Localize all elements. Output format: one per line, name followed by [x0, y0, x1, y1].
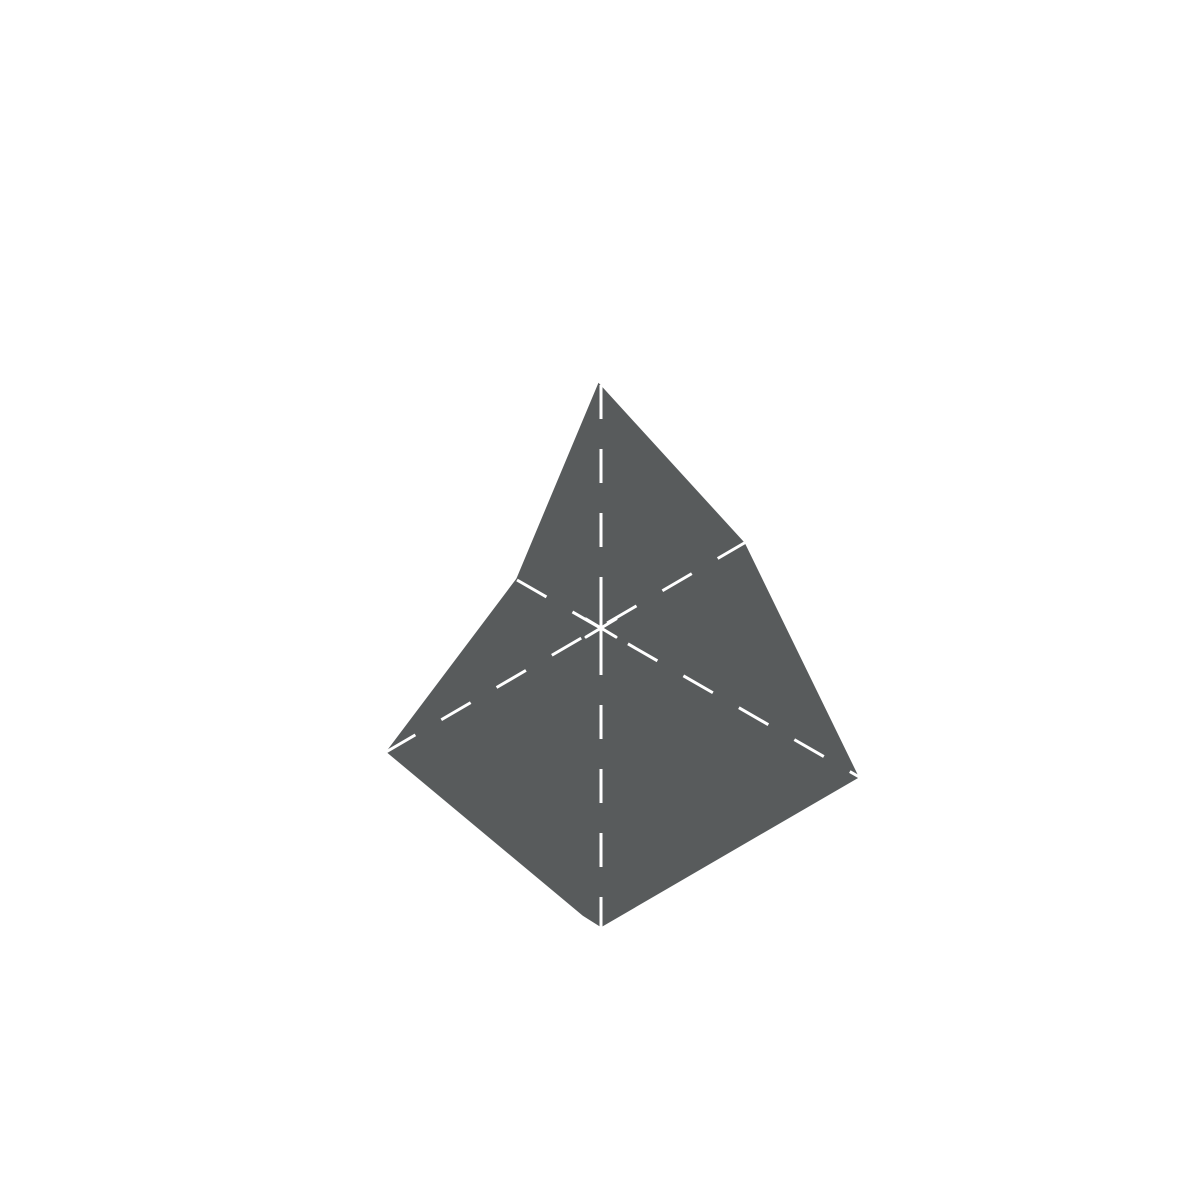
diagonal-dashed-line-right-down	[516, 578, 862, 780]
asterisk-icon	[584, 609, 618, 647]
diagonal-dashed-line-left-up	[385, 540, 747, 754]
polygon-shape	[382, 378, 863, 931]
